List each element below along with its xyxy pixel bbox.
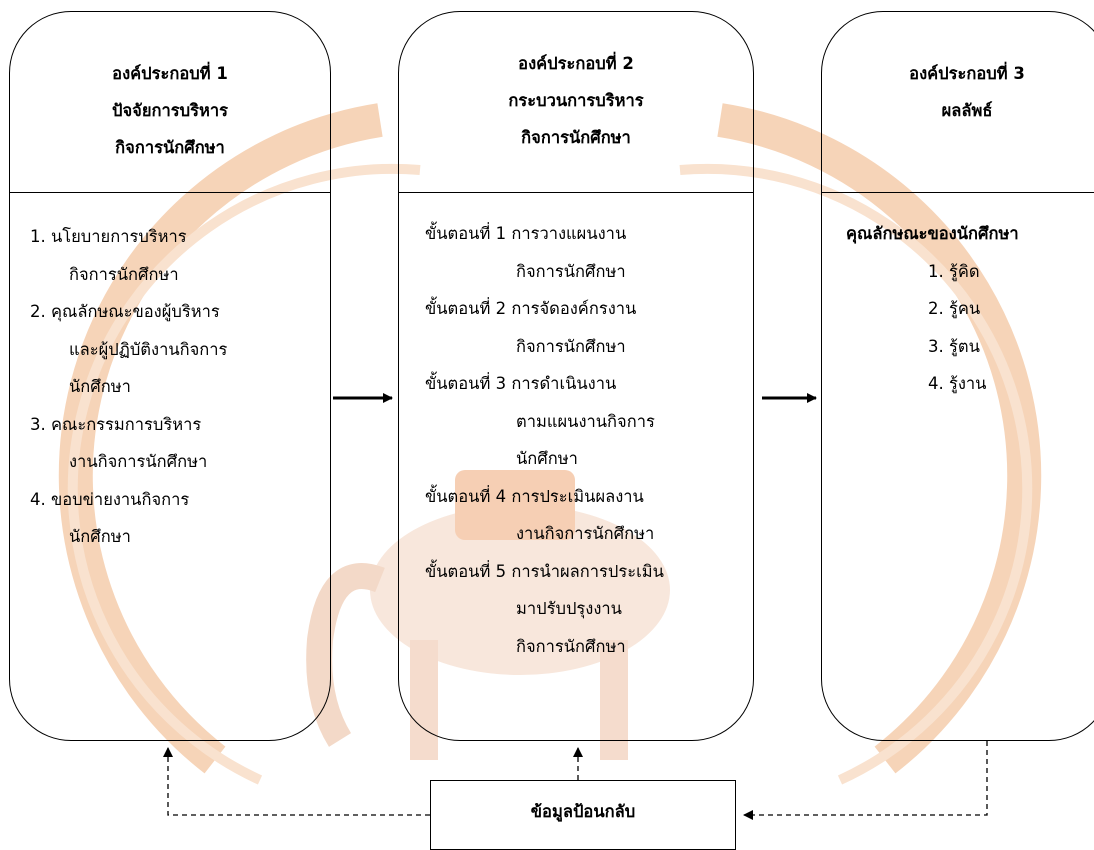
header-divider: [822, 192, 1094, 193]
step-text: การวางแผนงาน: [511, 224, 627, 243]
factor-list: 1. นโยบายการบริหาร กิจการนักศึกษา 2. คุณ…: [30, 218, 227, 556]
outcome-item: 4. รู้งาน: [928, 374, 987, 393]
outcome-item: 1. รู้คิด: [928, 261, 980, 281]
component-box-1: องค์ประกอบที่ 1 ปัจจัยการบริหาร กิจการนั…: [9, 11, 331, 741]
factor-item-1-cont: กิจการนักศึกษา: [69, 264, 179, 284]
step-5: ขั้นตอนที่ 5 การนำผลการประเมิน: [425, 553, 745, 591]
step-5-cont: กิจการนักศึกษา: [516, 636, 626, 656]
factor-item-4: 4. ขอบข่ายงานกิจการ: [30, 489, 190, 509]
outcome-list: คุณลักษณะของนักศึกษา 1. รู้คิด 2. รู้คน …: [846, 215, 1019, 403]
factor-item-4-cont: นักศึกษา: [69, 527, 131, 546]
outcome-item: 2. รู้คน: [928, 299, 981, 318]
feedback-label: ข้อมูลป้อนกลับ: [530, 802, 636, 821]
feedback-box: ข้อมูลป้อนกลับ: [430, 780, 736, 850]
header-divider: [399, 192, 753, 193]
component-2-title-line: กิจการนักศึกษา: [521, 128, 631, 147]
step-4-cont: งานกิจการนักศึกษา: [516, 524, 655, 543]
feedback-arrow-to-box-1: [163, 747, 430, 816]
component-box-2: องค์ประกอบที่ 2 กระบวนการบริหาร กิจการนั…: [398, 11, 754, 741]
component-3-title-line: ผลลัพธ์: [941, 101, 993, 120]
step-label: ขั้นตอนที่ 1: [425, 224, 507, 243]
header-divider: [10, 192, 330, 193]
step-text: การนำผลการประเมิน: [511, 561, 664, 581]
component-3-title: องค์ประกอบที่ 3 ผลลัพธ์: [822, 55, 1094, 129]
step-label: ขั้นตอนที่ 4: [425, 486, 507, 506]
feedback-arrow-from-box-3: [743, 741, 988, 820]
step-label: ขั้นตอนที่ 3: [425, 374, 507, 393]
step-label: ขั้นตอนที่ 5: [425, 561, 507, 581]
factor-item-2-cont: และผู้ปฏิบัติงานกิจการ: [69, 339, 228, 359]
component-2-title-line: กระบวนการบริหาร: [508, 91, 644, 110]
step-label: ขั้นตอนที่ 2: [425, 299, 507, 318]
step-1-cont: กิจการนักศึกษา: [516, 261, 626, 281]
factor-item-3-cont: งานกิจการนักศึกษา: [69, 452, 208, 471]
step-3: ขั้นตอนที่ 3 การดำเนินงาน: [425, 365, 745, 403]
component-box-3: องค์ประกอบที่ 3 ผลลัพธ์ คุณลักษณะของนักศ…: [821, 11, 1094, 741]
factor-item-2-cont: นักศึกษา: [69, 377, 131, 396]
process-steps: ขั้นตอนที่ 1 การวางแผนงาน กิจการนักศึกษา…: [425, 215, 745, 665]
step-5-cont: มาปรับปรุงงาน: [516, 599, 622, 618]
component-1-title: องค์ประกอบที่ 1 ปัจจัยการบริหาร กิจการนั…: [10, 55, 330, 166]
component-1-title-line: องค์ประกอบที่ 1: [112, 64, 228, 83]
step-text: การจัดองค์กรงาน: [511, 299, 637, 318]
factor-item-1: 1. นโยบายการบริหาร: [30, 227, 187, 246]
component-1-title-line: ปัจจัยการบริหาร: [112, 101, 228, 120]
component-2-title-line: องค์ประกอบที่ 2: [518, 54, 634, 73]
outcome-item: 3. รู้ตน: [928, 336, 980, 356]
step-4: ขั้นตอนที่ 4 การประเมินผลงาน: [425, 478, 745, 516]
step-text: การดำเนินงาน: [511, 374, 617, 393]
component-3-title-line: องค์ประกอบที่ 3: [909, 64, 1025, 83]
factor-item-3: 3. คณะกรรมการบริหาร: [30, 414, 202, 434]
step-2: ขั้นตอนที่ 2 การจัดองค์กรงาน: [425, 290, 745, 328]
outcome-heading: คุณลักษณะของนักศึกษา: [846, 224, 1019, 243]
component-1-title-line: กิจการนักศึกษา: [115, 138, 225, 157]
step-2-cont: กิจการนักศึกษา: [516, 336, 626, 356]
step-3-cont: ตามแผนงานกิจการ: [516, 411, 655, 431]
step-3-cont: นักศึกษา: [516, 449, 578, 468]
step-1: ขั้นตอนที่ 1 การวางแผนงาน: [425, 215, 745, 253]
component-2-title: องค์ประกอบที่ 2 กระบวนการบริหาร กิจการนั…: [399, 45, 753, 156]
factor-item-2: 2. คุณลักษณะของผู้บริหาร: [30, 302, 220, 321]
step-text: การประเมินผลงาน: [511, 486, 644, 506]
